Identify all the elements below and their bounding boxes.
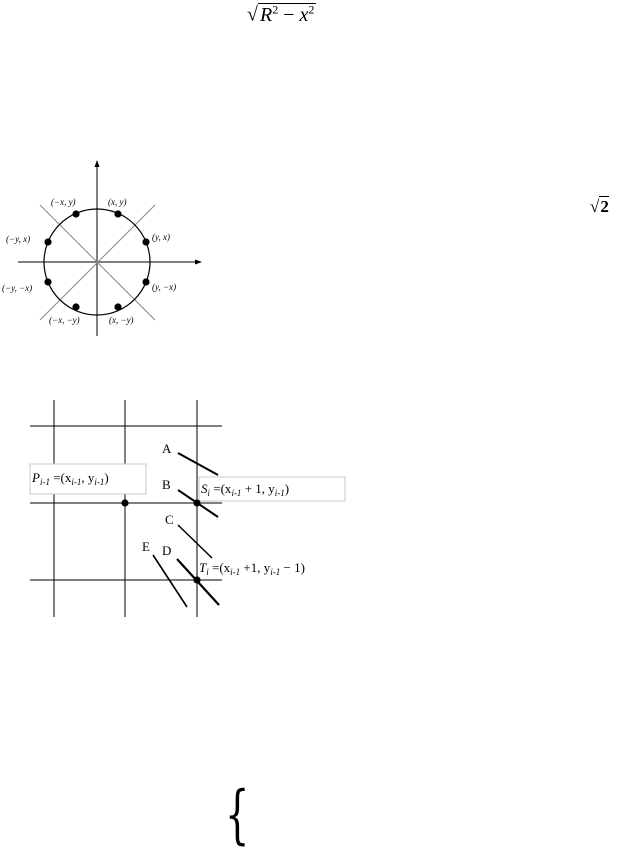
formula-sqrt-r2-minus-x2: √R2 − x2 (247, 2, 317, 26)
p-label-box (29, 463, 147, 495)
label-x-y: (x, y) (108, 197, 126, 207)
label-line-d: D (162, 543, 171, 558)
label-line-b: B (162, 477, 171, 492)
label-y-neg-x: (y, −x) (152, 282, 176, 292)
y-axis-arrow (94, 160, 100, 167)
label-neg-y-x: (−y, x) (6, 234, 30, 244)
pixel-grid-diagram: A B C D E Pi-1 =(xi-1, yi-1) Si =(xi-1 +… (29, 400, 346, 617)
label-line-c: C (165, 512, 174, 527)
x-axis-arrow (195, 259, 202, 265)
s-label-box (198, 476, 346, 502)
label-y-x: (y, x) (152, 232, 170, 242)
label-neg-x-y: (−x, y) (51, 197, 76, 207)
point-y-x (142, 238, 150, 246)
point-neg-y-neg-x (44, 278, 52, 286)
label-line-a: A (162, 441, 172, 456)
circle (43, 208, 151, 316)
point-neg-x-neg-y (72, 303, 80, 311)
point-neg-x-y (72, 210, 80, 218)
point-x-y (114, 210, 122, 218)
circle-symmetry-diagram: (−x, y) (x, y) (−y, x) (y, x) (−y, −x) (… (2, 160, 202, 336)
point-y-neg-x (142, 278, 150, 286)
label-neg-y-neg-x: (−y, −x) (2, 283, 32, 293)
label-neg-x-neg-y: (−x, −y) (49, 315, 80, 325)
point-neg-y-x (44, 238, 52, 246)
line-a (177, 452, 219, 476)
point-p (121, 499, 129, 507)
line-c (177, 524, 213, 559)
t-label: Ti =(xi-1 +1, yi-1 − 1) (199, 560, 305, 577)
label-x-neg-y: (x, −y) (109, 315, 134, 325)
point-t (193, 576, 201, 584)
p-label: Pi-1 =(xi-1, yi-1) (31, 470, 109, 487)
s-label: Si =(xi-1 + 1, yi-1) (201, 481, 289, 498)
line-e (152, 554, 188, 608)
sqrt-symbol: √ (247, 3, 258, 26)
point-s (193, 499, 201, 507)
point-x-neg-y (114, 303, 122, 311)
left-brace: { (225, 778, 250, 852)
label-line-e: E (142, 539, 150, 554)
diagonal-line-2 (39, 204, 156, 321)
formula-sqrt-2: √2 (590, 196, 609, 216)
